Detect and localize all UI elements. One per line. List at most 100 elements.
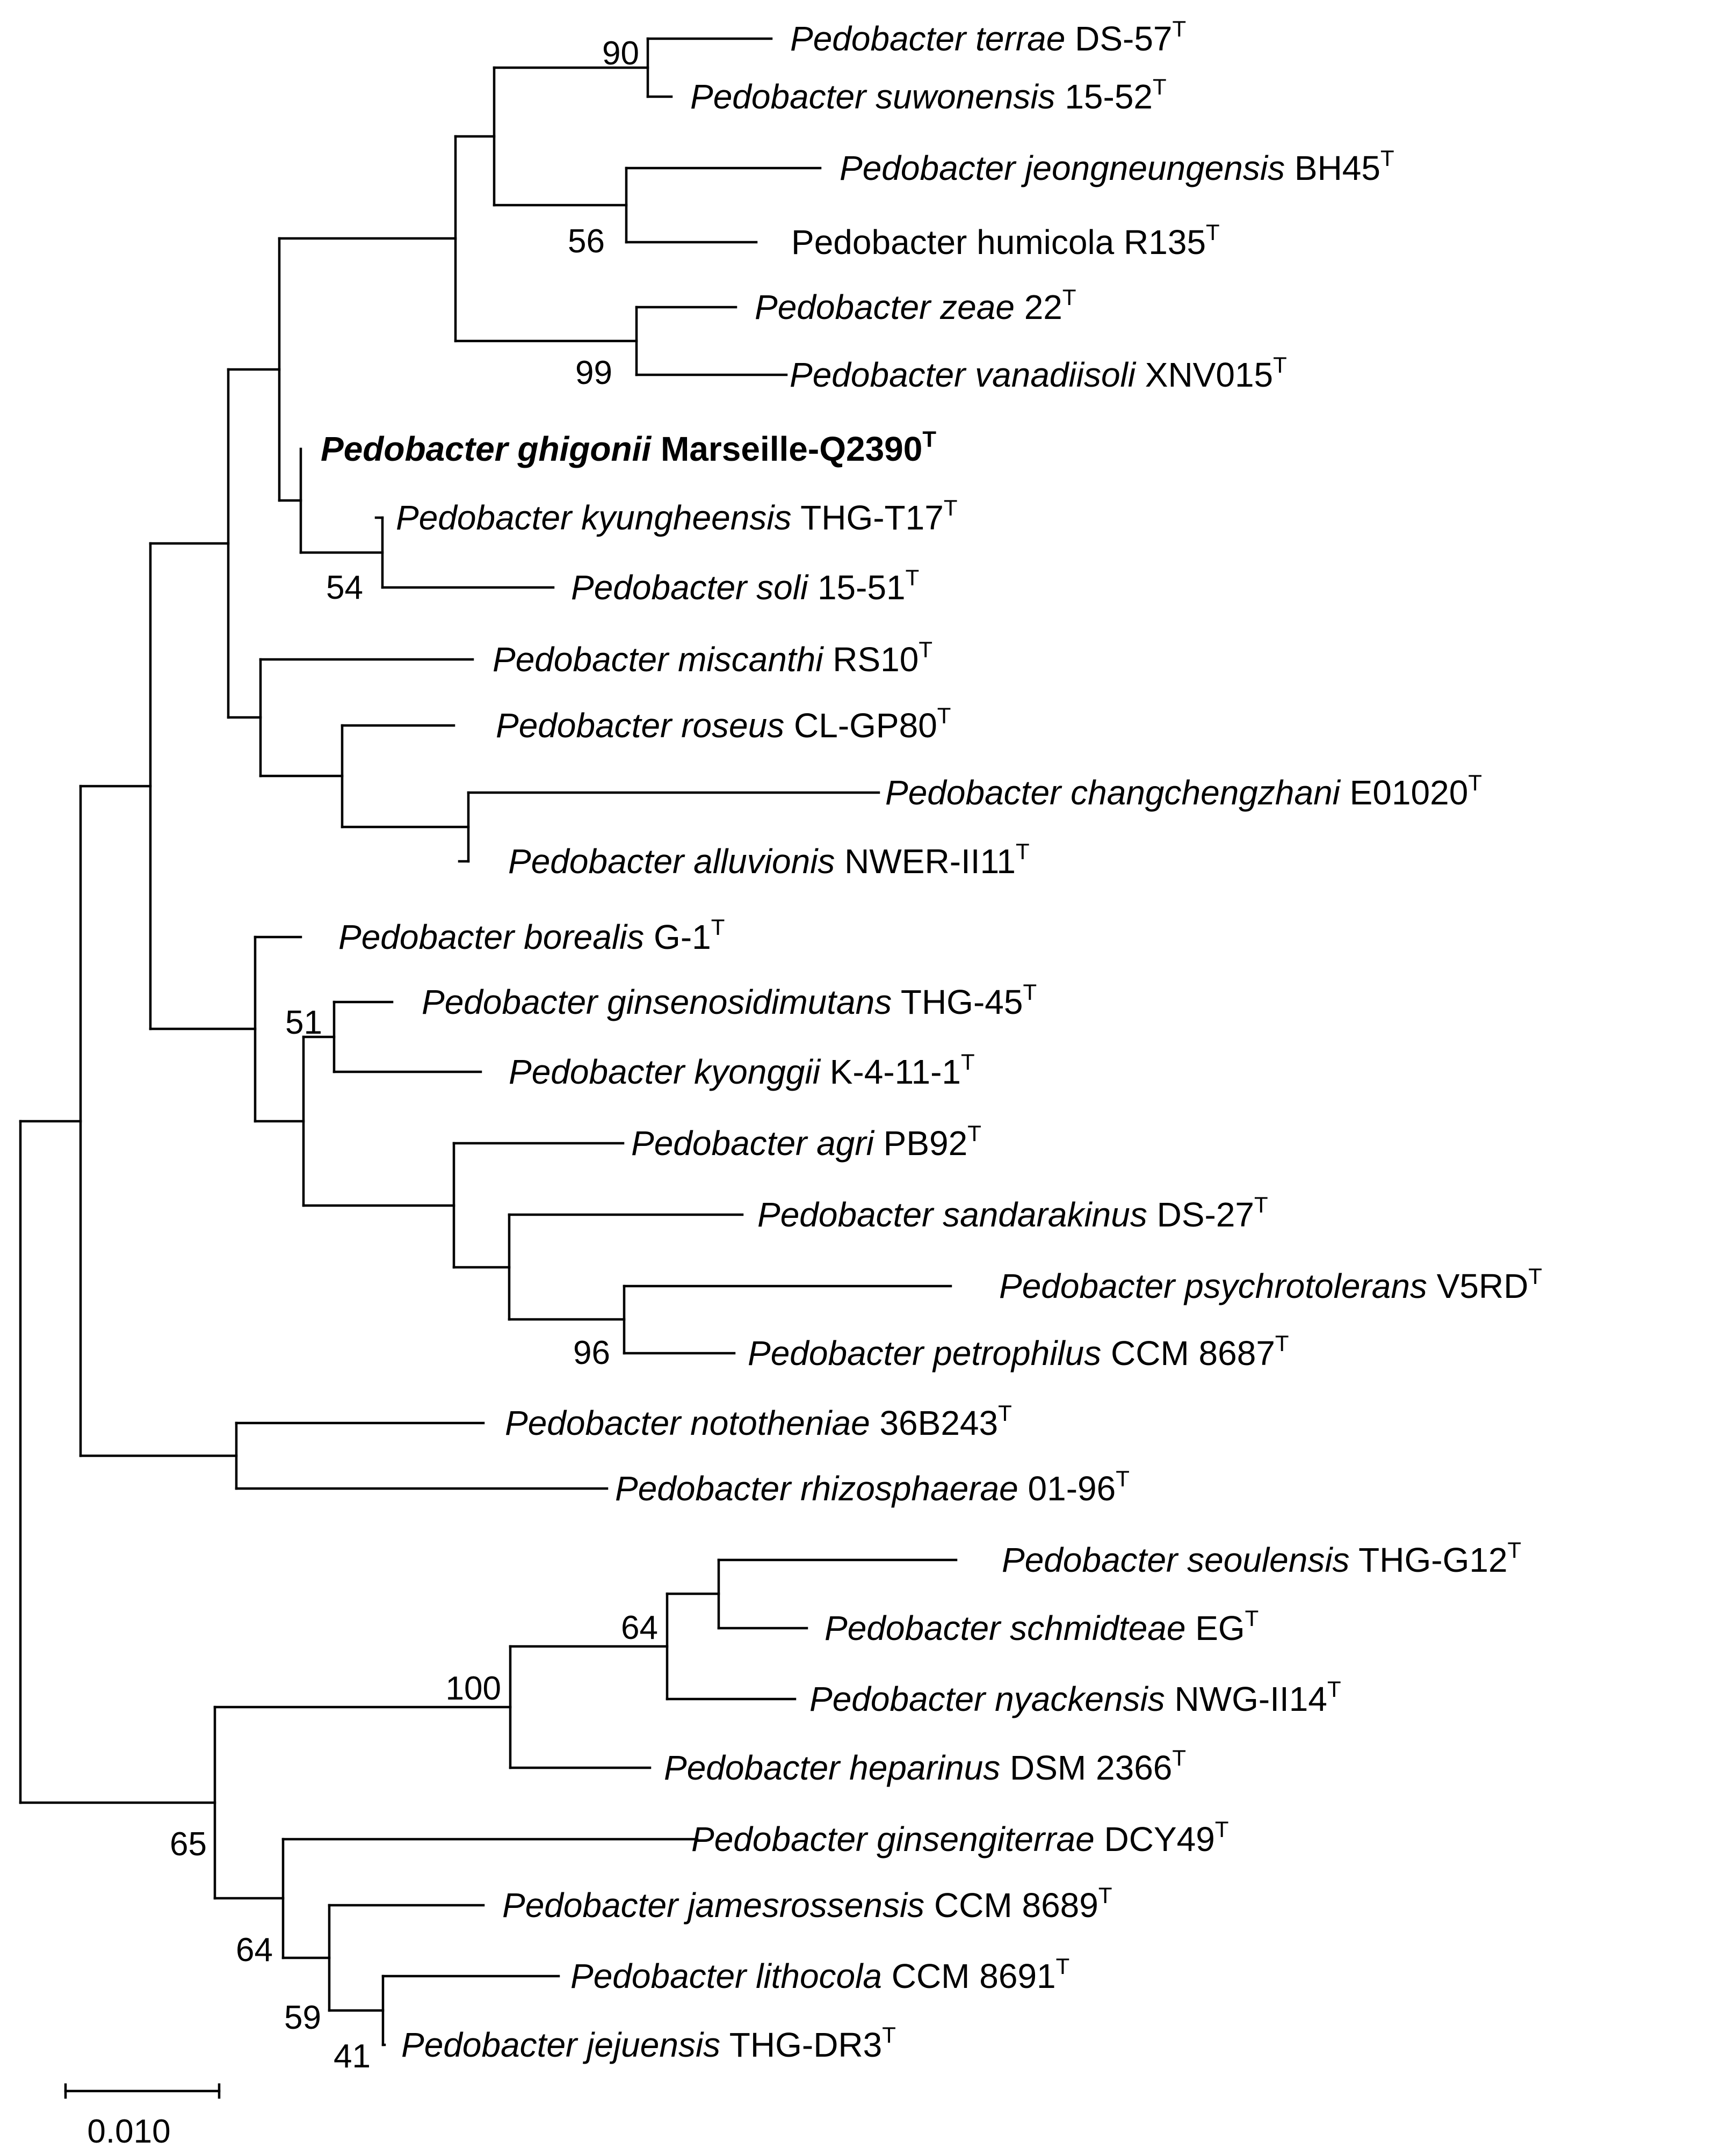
type-strain-marker: T xyxy=(1206,220,1220,245)
taxon-strain: R135 xyxy=(1114,223,1206,262)
taxon-label: Pedobacter sandarakinus DS-27T xyxy=(757,1192,1268,1234)
bootstrap-value: 59 xyxy=(284,1999,321,2036)
taxon-species-name: Pedobacter vanadiisoli xyxy=(790,355,1137,394)
taxon-strain: THG-DR3 xyxy=(720,2026,882,2064)
type-strain-marker: T xyxy=(1056,1954,1070,1979)
taxon-strain: 01-96 xyxy=(1018,1469,1116,1508)
tree-branches xyxy=(19,37,958,2046)
taxon-species-name: Pedobacter soli xyxy=(571,568,809,607)
taxon-strain: K-4-11-1 xyxy=(820,1052,961,1091)
scale-bar: 0.010 xyxy=(64,2083,221,2150)
type-strain-marker: T xyxy=(998,1400,1012,1426)
taxon-strain: DCY49 xyxy=(1095,1820,1215,1859)
type-strain-marker: T xyxy=(961,1049,975,1075)
type-strain-marker: T xyxy=(1016,839,1030,864)
taxon-strain: G-1 xyxy=(644,918,711,956)
bootstrap-value: 64 xyxy=(236,1932,273,1969)
taxon-label: Pedobacter jejuensis THG-DR3T xyxy=(401,2022,896,2064)
taxon-strain: CCM 8691 xyxy=(882,1957,1056,1995)
taxon-label: Pedobacter seoulensis THG-G12T xyxy=(1002,1537,1521,1579)
taxon-label: Pedobacter petrophilus CCM 8687T xyxy=(748,1331,1289,1373)
taxon-strain: CL-GP80 xyxy=(784,706,937,745)
type-strain-marker: T xyxy=(1273,352,1287,378)
type-strain-marker: T xyxy=(1172,1745,1186,1770)
taxon-strain: XNV015 xyxy=(1136,355,1273,394)
type-strain-marker: T xyxy=(1023,979,1037,1005)
taxon-strain: DSM 2366 xyxy=(1000,1748,1172,1787)
taxon-label: Pedobacter lithocola CCM 8691T xyxy=(570,1954,1069,1995)
taxon-label: Pedobacter vanadiisoli XNV015T xyxy=(790,352,1287,394)
taxon-strain: NWER-II11 xyxy=(835,842,1016,881)
taxon-species-name: Pedobacter agri xyxy=(631,1124,875,1163)
type-strain-marker: T xyxy=(922,426,936,452)
taxon-label: Pedobacter jamesrossensis CCM 8689T xyxy=(502,1883,1112,1925)
taxon-strain: CCM 8689 xyxy=(924,1886,1098,1925)
type-strain-marker: T xyxy=(1173,16,1187,41)
type-strain-marker: T xyxy=(1098,1883,1112,1908)
taxon-label: Pedobacter jeongneungensis BH45T xyxy=(840,146,1394,187)
taxon-strain: CCM 8687 xyxy=(1101,1334,1275,1373)
type-strain-marker: T xyxy=(919,637,932,662)
type-strain-marker: T xyxy=(882,2022,896,2048)
type-strain-marker: T xyxy=(1215,1817,1229,1842)
taxon-label: Pedobacter heparinus DSM 2366T xyxy=(664,1745,1186,1787)
taxon-species-name: Pedobacter rhizosphaerae xyxy=(615,1469,1018,1508)
type-strain-marker: T xyxy=(1468,770,1482,795)
taxon-label: Pedobacter suwonensis 15-52T xyxy=(690,74,1167,116)
bootstrap-value: 65 xyxy=(170,1826,207,1863)
taxon-label: Pedobacter kyonggii K-4-11-1T xyxy=(509,1049,975,1091)
taxon-species-name: Pedobacter kyungheensis xyxy=(396,498,792,537)
taxon-species-name: Pedobacter schmidteae xyxy=(825,1609,1185,1647)
taxon-species-name: Pedobacter ginsengiterrae xyxy=(691,1820,1095,1859)
taxon-species-name: Pedobacter sandarakinus xyxy=(757,1195,1147,1234)
type-strain-marker: T xyxy=(1116,1466,1130,1491)
taxon-label: Pedobacter ginsenosidimutans THG-45T xyxy=(422,979,1037,1021)
taxon-species-name: Pedobacter zeae xyxy=(755,288,1015,326)
type-strain-marker: T xyxy=(937,703,951,728)
type-strain-marker: T xyxy=(1508,1537,1522,1563)
taxon-strain: THG-G12 xyxy=(1350,1541,1508,1579)
taxon-label: Pedobacter schmidteae EGT xyxy=(825,1606,1259,1647)
bootstrap-value: 99 xyxy=(575,354,612,391)
taxon-label: Pedobacter soli 15-51T xyxy=(571,565,919,607)
type-strain-marker: T xyxy=(1245,1606,1259,1631)
taxon-species-name: Pedobacter kyonggii xyxy=(509,1052,821,1091)
taxon-label: Pedobacter terrae DS-57T xyxy=(790,16,1186,58)
taxon-strain: RS10 xyxy=(823,640,919,679)
scale-bar-label: 0.010 xyxy=(87,2113,170,2150)
type-strain-marker: T xyxy=(944,495,958,520)
type-strain-marker: T xyxy=(1380,146,1394,171)
bootstrap-value: 56 xyxy=(568,223,605,260)
taxon-strain: PB92 xyxy=(874,1124,967,1163)
bootstrap-value: 51 xyxy=(285,1004,322,1041)
taxon-species-name: Pedobacter jeongneungensis xyxy=(840,149,1285,187)
taxon-label: Pedobacter nyackensis NWG-II14T xyxy=(809,1676,1341,1718)
taxon-strain: THG-T17 xyxy=(792,498,944,537)
taxon-species-name: Pedobacter psychrotolerans xyxy=(999,1267,1427,1305)
taxon-species-name: Pedobacter roseus xyxy=(496,706,784,745)
type-strain-marker: T xyxy=(1528,1264,1542,1289)
taxon-species-name: Pedobacter changchengzhani xyxy=(885,773,1341,812)
bootstrap-value: 64 xyxy=(621,1609,658,1646)
type-strain-marker: T xyxy=(1062,285,1076,310)
taxon-species-name: Pedobacter humicola xyxy=(791,223,1115,262)
taxon-strain: NWG-II14 xyxy=(1165,1680,1327,1718)
type-strain-marker: T xyxy=(1153,74,1167,99)
type-strain-marker: T xyxy=(1327,1676,1341,1702)
taxon-label: Pedobacter roseus CL-GP80T xyxy=(496,703,951,745)
type-strain-marker: T xyxy=(967,1121,981,1146)
taxon-strain: Marseille-Q2390 xyxy=(651,430,922,468)
taxon-species-name: Pedobacter miscanthi xyxy=(493,640,824,679)
taxon-label: Pedobacter alluvionis NWER-II11T xyxy=(508,839,1030,881)
taxon-strain: E01020 xyxy=(1340,773,1468,812)
taxon-labels: Pedobacter terrae DS-57T Pedobacter suwon… xyxy=(321,16,1542,2064)
taxon-label: Pedobacter psychrotolerans V5RDT xyxy=(999,1264,1542,1305)
taxon-label: Pedobacter changchengzhani E01020T xyxy=(885,770,1482,812)
taxon-species-name: Pedobacter jejuensis xyxy=(401,2026,720,2064)
taxon-species-name: Pedobacter lithocola xyxy=(570,1957,882,1995)
taxon-label: Pedobacter miscanthi RS10T xyxy=(493,637,932,679)
type-strain-marker: T xyxy=(1254,1192,1268,1217)
taxon-species-name: Pedobacter borealis xyxy=(338,918,644,956)
